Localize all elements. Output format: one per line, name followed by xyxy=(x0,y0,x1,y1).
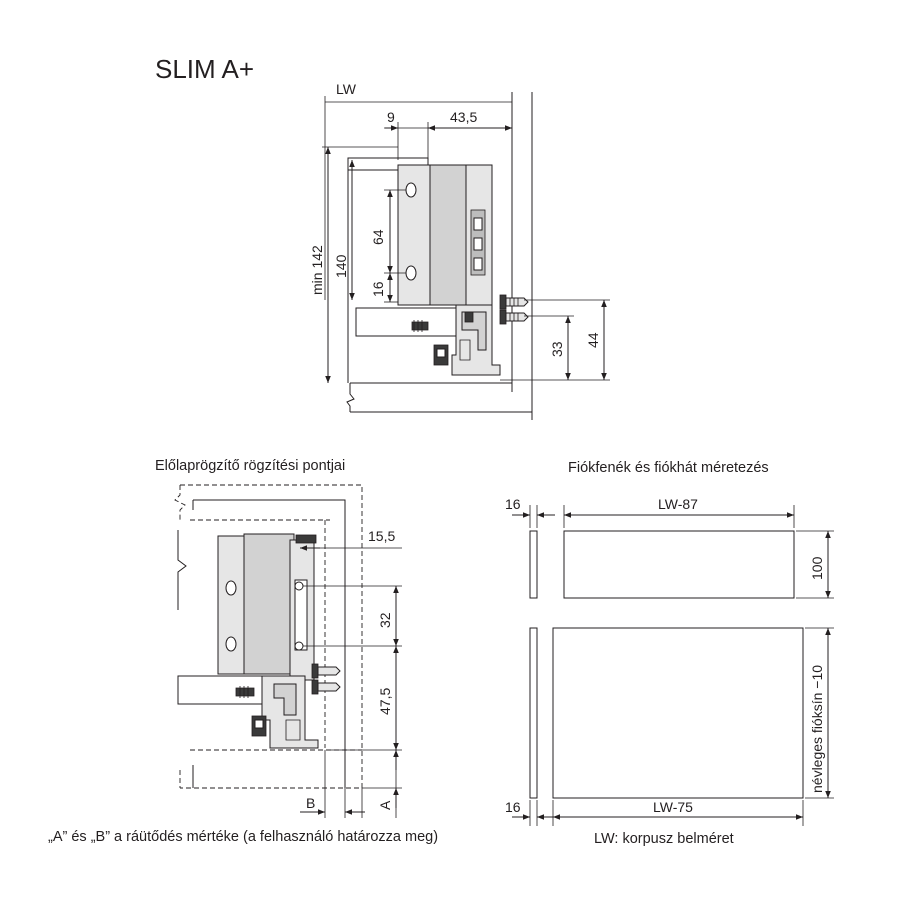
drawer-bottom-panel xyxy=(552,627,804,799)
dim-16: 16 xyxy=(370,281,386,297)
dim-140: 140 xyxy=(333,254,349,278)
dim-47-5: 47,5 xyxy=(377,688,393,715)
dim-32: 32 xyxy=(377,612,393,628)
dim-lw-75: LW-75 xyxy=(653,799,693,815)
front-fixing-caption: Előlaprögzítő rögzítési pontjai xyxy=(155,458,345,474)
drawer-back-edge xyxy=(529,530,538,599)
dim-16-bottom: 16 xyxy=(505,799,521,815)
dim-43-5: 43,5 xyxy=(450,109,477,125)
label-b: B xyxy=(306,795,315,811)
drawer-back-panel xyxy=(563,530,795,599)
fixing-hole xyxy=(405,265,417,281)
section-view: LW 9 43,5 min 142 140 64 16 33 44 xyxy=(309,81,610,420)
label-a: A xyxy=(377,800,393,810)
cabinet-screw xyxy=(499,309,529,325)
lw-note: LW: korpusz belméret xyxy=(594,831,734,847)
dim-16-top: 16 xyxy=(505,496,521,512)
dim-lw: LW xyxy=(336,81,357,97)
page-title: SLIM A+ xyxy=(155,54,254,84)
dim-lw-87: LW-87 xyxy=(658,496,698,512)
front-fixing-point xyxy=(294,641,304,651)
bottom-back-caption: Fiókfenék és fiókhát méretezés xyxy=(568,460,769,476)
dim-33: 33 xyxy=(549,341,565,357)
fixing-hole xyxy=(225,636,237,652)
dim-15-5: 15,5 xyxy=(368,528,395,544)
dim-nominal: névleges fióksín −10 xyxy=(809,665,825,793)
dim-min-142: min 142 xyxy=(309,245,325,295)
fixing-hole xyxy=(405,182,417,198)
cabinet-screw xyxy=(499,294,529,310)
drawer-bottom xyxy=(355,307,457,337)
bottom-back-view: 16 LW-87 100 névleges fióksín −10 16 LW-… xyxy=(505,496,834,826)
front-fixing-point xyxy=(294,581,304,591)
front-fixing-view: 15,5 32 47,5 B A xyxy=(174,484,402,818)
dim-9: 9 xyxy=(387,109,395,125)
drawer-bottom-edge xyxy=(529,627,538,799)
fixing-hole xyxy=(225,580,237,596)
impact-note: „A” és „B” a ráütődés mértéke (a felhasz… xyxy=(48,829,438,845)
dim-64: 64 xyxy=(370,229,386,245)
dim-100: 100 xyxy=(809,556,825,580)
dim-44: 44 xyxy=(585,332,601,348)
